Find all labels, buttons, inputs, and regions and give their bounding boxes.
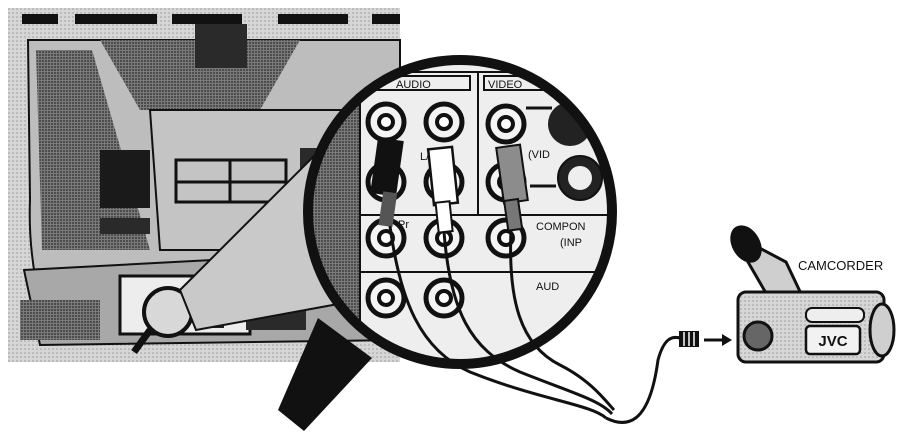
audio2-label: AUD <box>536 281 559 293</box>
camcorder-jack <box>744 322 772 350</box>
audio-right-plug <box>428 147 458 205</box>
audio-label: AUDIO <box>396 79 431 91</box>
input-label: (INP <box>560 237 582 249</box>
camcorder: JVC CAMCORDER <box>680 220 894 362</box>
audio-left-top-jack <box>368 104 404 140</box>
camcorder-label: CAMCORDER <box>798 258 883 273</box>
component-label: COMPON <box>536 221 586 233</box>
tv-top-vents <box>22 14 400 24</box>
video-label: VIDEO <box>488 79 523 91</box>
camcorder-lens <box>870 304 894 356</box>
jvc-logo: JVC <box>818 333 847 350</box>
audio-out-left-jack <box>368 280 404 316</box>
audio-right-top-jack <box>426 104 462 140</box>
svideo-label: (VID <box>528 149 550 161</box>
video-top-jack <box>488 106 524 142</box>
